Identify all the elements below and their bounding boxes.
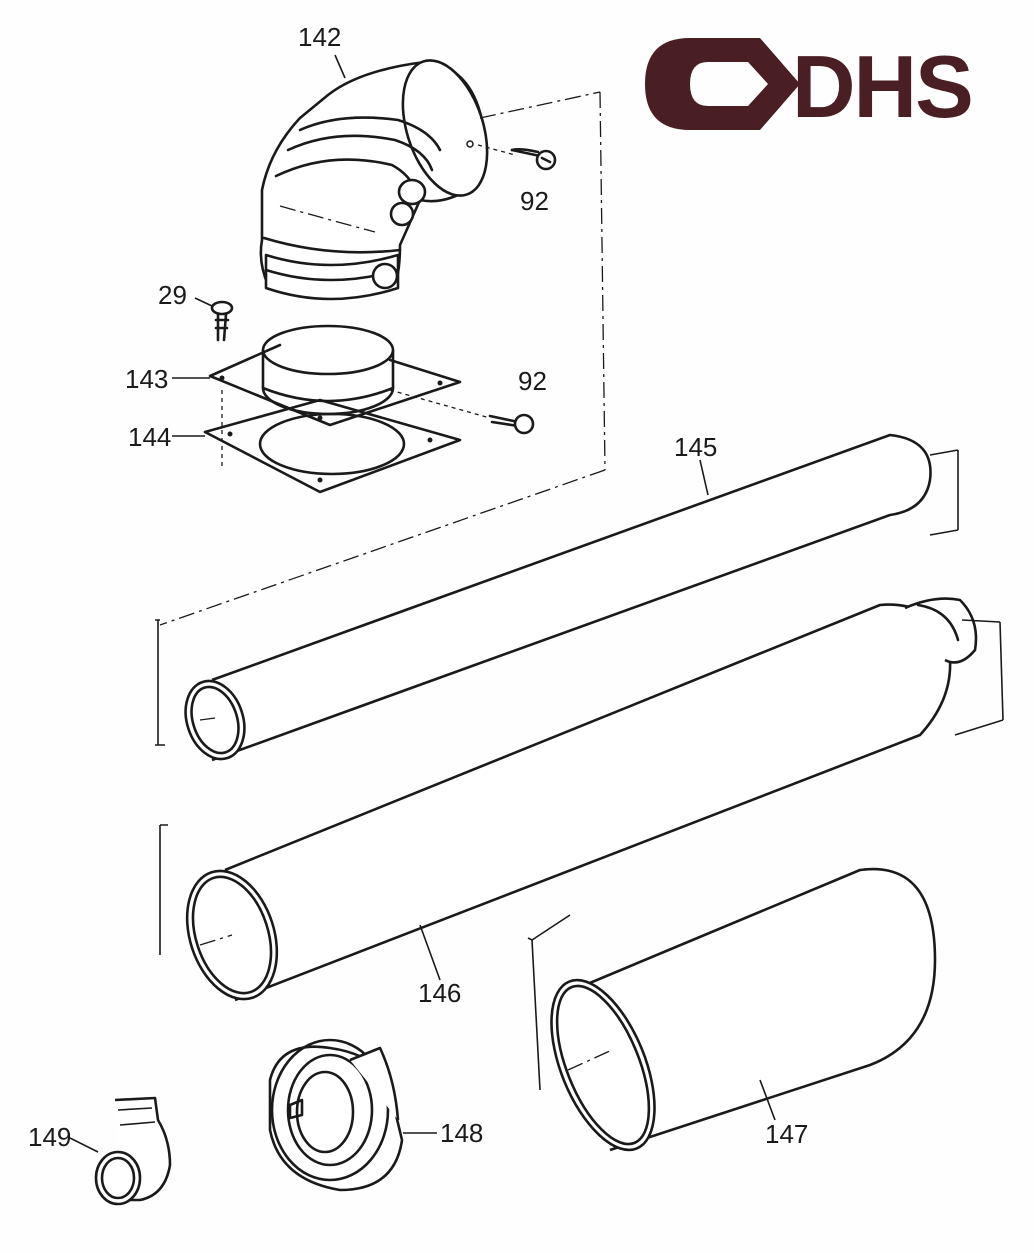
part-142-elbow	[259, 54, 489, 301]
dhs-logo: DHS	[645, 37, 974, 136]
part-92-screw-top	[477, 144, 557, 171]
label-148: 148	[440, 1118, 483, 1148]
part-143-plate	[172, 343, 462, 427]
label-92-middle: 92	[518, 366, 547, 396]
part-144-plate	[172, 390, 462, 494]
logo-text: DHS	[792, 37, 972, 136]
part-148-wall-seal	[268, 1038, 437, 1192]
part-147-pipe	[527, 867, 937, 1152]
logo-arrow-mark	[645, 38, 800, 130]
part-29-screw	[194, 297, 234, 342]
part-collar-ring	[261, 324, 395, 416]
label-145: 145	[674, 432, 717, 462]
label-147: 147	[765, 1119, 808, 1149]
label-29: 29	[158, 280, 187, 310]
label-149: 149	[28, 1122, 71, 1152]
label-142: 142	[298, 22, 341, 52]
part-149-tape-roll	[69, 1096, 172, 1206]
label-144: 144	[128, 422, 171, 452]
part-145-pipe	[155, 433, 959, 762]
label-146: 146	[418, 978, 461, 1008]
part-92-screw-middle	[389, 389, 535, 435]
part-146-pipe	[159, 597, 1004, 1002]
label-92-top: 92	[520, 186, 549, 216]
label-143: 143	[125, 364, 168, 394]
